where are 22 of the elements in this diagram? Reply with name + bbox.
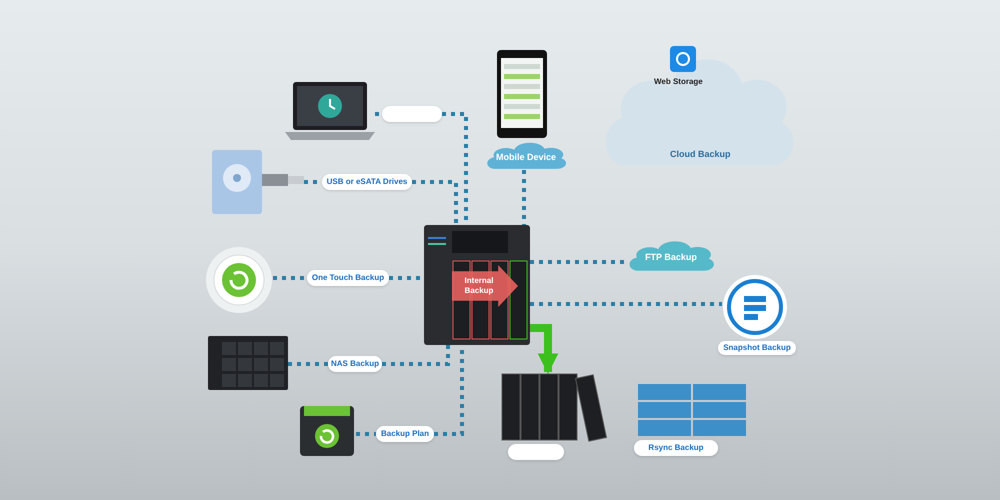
cloud-label: FTP Backup [645,251,697,264]
label-pill: Backup Plan [376,426,434,442]
cloud-label: Mobile Device [496,151,556,164]
cloud-title: Cloud Backup [670,148,731,161]
connector-line [273,276,307,280]
connector-line [530,260,626,264]
label-pill: NAS Backup [328,356,382,372]
connector-line [530,302,722,306]
label-pill: One Touch Backup [307,270,389,286]
service-label: Web Storage [654,76,703,88]
connector-line [530,324,558,374]
connector-line [412,180,458,225]
label-pill: USB or eSATA Drives [322,174,412,190]
connector-line [288,362,328,366]
label-pill: Snapshot Backup [718,341,796,355]
connector-line [382,345,450,366]
connector-line [522,170,526,225]
label-pill [382,106,442,122]
label-pill [508,444,564,460]
connector-line [356,432,376,436]
label-pill: Rsync Backup [634,440,718,456]
connector-line [375,112,382,116]
